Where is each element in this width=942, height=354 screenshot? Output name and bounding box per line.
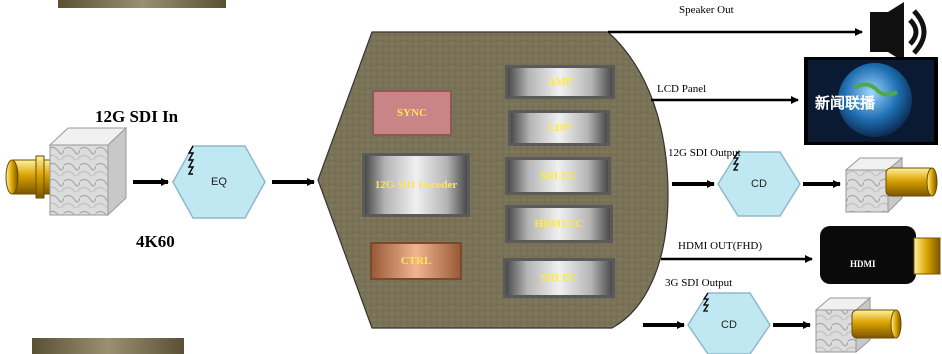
decorative-bar-top — [58, 0, 226, 8]
speaker-out-label: Speaker Out — [679, 4, 734, 16]
decorative-bar-bottom — [32, 338, 184, 354]
sdi-ec-block-2: SDI EC — [503, 258, 615, 298]
speaker-icon — [870, 2, 927, 62]
decoder-block: 12G SDI Decoder — [362, 153, 470, 217]
cd-label-2: CD — [721, 319, 737, 331]
cd-label-1: CD — [751, 178, 767, 190]
ctrl-block: CTRL — [370, 242, 462, 280]
bnc-connector-out-1-icon — [885, 167, 938, 197]
eq-label: EQ — [211, 176, 227, 188]
amp-block: AMP — [505, 65, 615, 99]
sdi-ec-block-1: SDI EC — [505, 157, 611, 195]
input-title: 12G SDI In — [95, 107, 179, 126]
sdi12-output-label: 12G SDI Output — [668, 147, 741, 159]
hdmi-ec-block: HDMI EC — [505, 205, 613, 243]
ldp-block: LDP — [508, 110, 610, 146]
hdmi-plug-icon — [820, 226, 941, 284]
lcd-screen-text: 新闻联播 — [815, 94, 876, 112]
hdmi-output-label: HDMI OUT(FHD) — [678, 240, 763, 252]
sdi3-output-label: 3G SDI Output — [665, 277, 733, 289]
input-cube-icon — [48, 126, 128, 217]
eq-sawtooth-icon — [187, 145, 195, 175]
input-resolution: 4K60 — [136, 232, 175, 251]
bnc-connector-out-2-icon — [851, 309, 902, 339]
lcd-panel-label: LCD Panel — [657, 83, 707, 95]
hdmi-plug-text: HDMI — [850, 259, 876, 269]
sync-block: SYNC — [372, 90, 452, 136]
lcd-panel-icon — [804, 57, 938, 145]
